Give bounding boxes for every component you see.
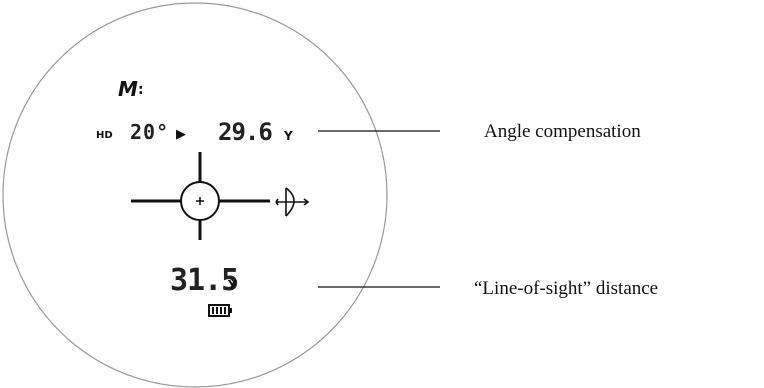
los-unit: Y bbox=[227, 278, 237, 292]
los-distance: 31.5 bbox=[170, 263, 238, 298]
crosshair-reticle-icon bbox=[131, 152, 270, 240]
bow-arrow-icon bbox=[275, 187, 310, 217]
right-arrow-icon: ▶ bbox=[176, 127, 186, 142]
mode-label: M bbox=[118, 77, 138, 101]
battery-icon bbox=[208, 304, 232, 317]
angle-readout: 20° bbox=[130, 120, 169, 144]
angle-compensation-label: Angle compensation bbox=[484, 121, 641, 142]
lens-viewfinder-circle bbox=[2, 2, 388, 388]
hd-label: HD bbox=[96, 130, 113, 141]
compensated-distance: 29.6 bbox=[218, 118, 272, 146]
line-of-sight-label: “Line-of-sight” distance bbox=[474, 278, 658, 299]
compensated-unit: Y bbox=[283, 129, 293, 143]
mode-indicator: : bbox=[138, 82, 144, 98]
